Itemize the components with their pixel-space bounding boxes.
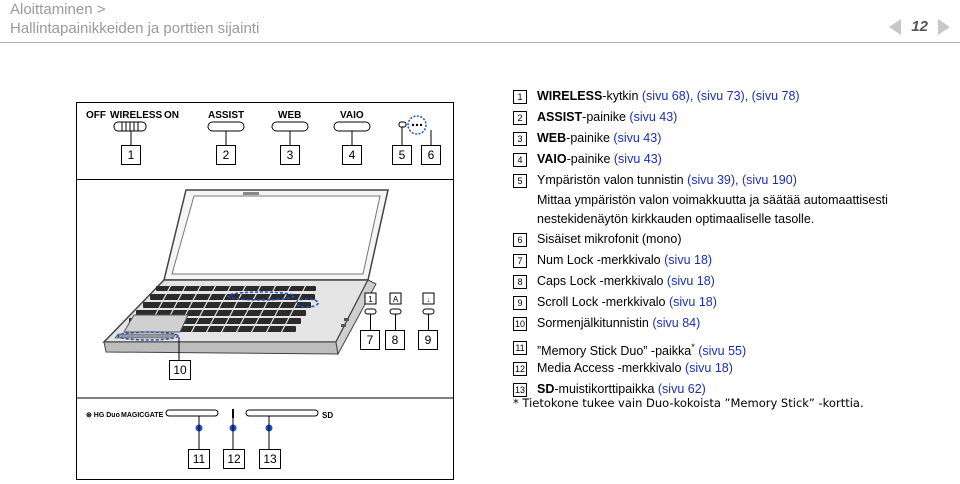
page-link[interactable]: (sivu 39), (sivu 190): [687, 173, 797, 187]
item-text: Ympäristön valon tunnistin: [537, 173, 688, 187]
item-number: 10: [513, 317, 527, 331]
assist-label: ASSIST: [208, 110, 245, 121]
page-link[interactable]: (sivu 55): [698, 344, 747, 359]
list-item: 3 WEB-painike (sivu 43): [513, 128, 953, 149]
page-link[interactable]: (sivu 43): [613, 152, 662, 166]
item-number: 11: [513, 341, 527, 355]
parts-list: 1 WIRELESS-kytkin (sivu 68), (sivu 73), …: [513, 86, 953, 400]
item-name: ASSIST: [537, 110, 583, 124]
item-text: Scroll Lock -merkkivalo: [537, 295, 669, 309]
item-text: Media Access -merkkivalo: [537, 361, 685, 375]
item-text: -muistikorttipaikka: [554, 382, 658, 396]
item-number: 5: [513, 174, 527, 188]
callout-7: 7: [360, 330, 380, 350]
page-link[interactable]: (sivu 18): [668, 295, 717, 309]
off-label: OFF: [86, 110, 106, 121]
page-link[interactable]: (sivu 68), (sivu 73), (sivu 78): [641, 89, 800, 103]
item-description-line: Mittaa ympäristön valon voimakkuutta ja …: [537, 193, 888, 207]
item-number: 13: [513, 383, 527, 397]
arrow-right-icon[interactable]: [938, 18, 950, 35]
item-name: VAIO: [537, 152, 567, 166]
list-item: 5 Ympäristön valon tunnistin (sivu 39), …: [513, 170, 953, 191]
item-text: Num Lock -merkkivalo: [537, 253, 665, 267]
footnote: * Tietokone tukee vain Duo-kokoista ”Mem…: [513, 396, 864, 410]
callout-13: 13: [259, 449, 281, 469]
item-name: SD: [537, 382, 555, 396]
laptop-illustration: 1 A ↓ ⊛ HG Duo MAGICGATE SD: [76, 102, 454, 480]
arrow-left-icon[interactable]: [889, 18, 902, 35]
item-text: -painike: [566, 131, 614, 145]
breadcrumb[interactable]: Aloittaminen >: [10, 1, 106, 18]
page-navigation: 12: [889, 18, 950, 35]
callout-2: 2: [216, 145, 236, 165]
item-name: WEB: [537, 131, 567, 145]
page-link[interactable]: (sivu 43): [613, 131, 662, 145]
page-link[interactable]: (sivu 18): [666, 274, 715, 288]
page-link[interactable]: (sivu 18): [664, 253, 713, 267]
list-item: 10 Sormenjälkitunnistin (sivu 84): [513, 313, 953, 334]
list-item: 7 Num Lock -merkkivalo (sivu 18): [513, 250, 953, 271]
list-item: 8 Caps Lock -merkkivalo (sivu 18): [513, 271, 953, 292]
item-description-line: nestekidenäytön kirkkauden optimaalisell…: [537, 212, 815, 226]
item-text: -painike: [582, 110, 630, 124]
callout-4: 4: [342, 145, 362, 165]
callout-9: 9: [418, 330, 438, 350]
item-text: Caps Lock -merkkivalo: [537, 274, 667, 288]
laptop-figure: 1 A ↓ ⊛ HG Duo MAGICGATE SD OFF WI: [76, 102, 454, 480]
list-item: 11 ”Memory Stick Duo” -paikka* (sivu 55): [513, 334, 953, 358]
list-item: 6 Sisäiset mikrofonit (mono): [513, 229, 953, 250]
svg-text:1: 1: [368, 295, 373, 304]
callout-6: 6: [421, 145, 441, 165]
item-number: 1: [513, 90, 527, 104]
item-text: ”Memory Stick Duo” -paikka: [537, 344, 692, 359]
item-number: 9: [513, 296, 527, 310]
list-item: 13 SD-muistikorttipaikka (sivu 62): [513, 379, 953, 400]
svg-text:MAGICGATE: MAGICGATE: [121, 412, 164, 419]
list-item: 4 VAIO-painike (sivu 43): [513, 149, 953, 170]
list-item: 1 WIRELESS-kytkin (sivu 68), (sivu 73), …: [513, 86, 953, 107]
svg-text:⊛ HG Duo: ⊛ HG Duo: [86, 412, 120, 419]
page-link[interactable]: (sivu 84): [652, 316, 701, 330]
list-item: 2 ASSIST-painike (sivu 43): [513, 107, 953, 128]
item-text: Sormenjälkitunnistin: [537, 316, 653, 330]
web-label: WEB: [278, 110, 302, 121]
footnote-mark: *: [691, 342, 695, 352]
item-name: WIRELESS: [537, 89, 603, 103]
list-item: 9 Scroll Lock -merkkivalo (sivu 18): [513, 292, 953, 313]
callout-1: 1: [121, 145, 141, 165]
page-link[interactable]: (sivu 18): [684, 361, 733, 375]
wireless-label: WIRELESS: [110, 110, 163, 121]
item-text: -kytkin: [602, 89, 642, 103]
vaio-label: VAIO: [340, 110, 364, 121]
item-number: 8: [513, 275, 527, 289]
item-number: 4: [513, 153, 527, 167]
page-title: Hallintapainikkeiden ja porttien sijaint…: [10, 20, 260, 37]
item-text: -painike: [566, 152, 614, 166]
callout-3: 3: [280, 145, 300, 165]
callout-11: 11: [188, 449, 210, 469]
callout-12: 12: [223, 449, 245, 469]
page-link[interactable]: (sivu 62): [657, 382, 706, 396]
item-number: 2: [513, 111, 527, 125]
list-item: 12 Media Access -merkkivalo (sivu 18): [513, 358, 953, 379]
page-header: Aloittaminen > Hallintapainikkeiden ja p…: [0, 0, 960, 46]
header-divider: [0, 42, 960, 43]
page-link[interactable]: (sivu 43): [629, 110, 678, 124]
item-number: 6: [513, 233, 527, 247]
callout-10: 10: [169, 360, 191, 380]
item-number: 12: [513, 362, 527, 376]
item-text: Sisäiset mikrofonit (mono): [537, 232, 682, 246]
item-number: 3: [513, 132, 527, 146]
callout-8: 8: [385, 330, 405, 350]
item-number: 7: [513, 254, 527, 268]
on-label: ON: [164, 110, 179, 121]
svg-text:↓: ↓: [427, 297, 431, 304]
page-number: 12: [911, 18, 928, 35]
svg-text:SD: SD: [322, 411, 333, 420]
svg-text:A: A: [393, 295, 399, 304]
callout-5: 5: [392, 145, 412, 165]
